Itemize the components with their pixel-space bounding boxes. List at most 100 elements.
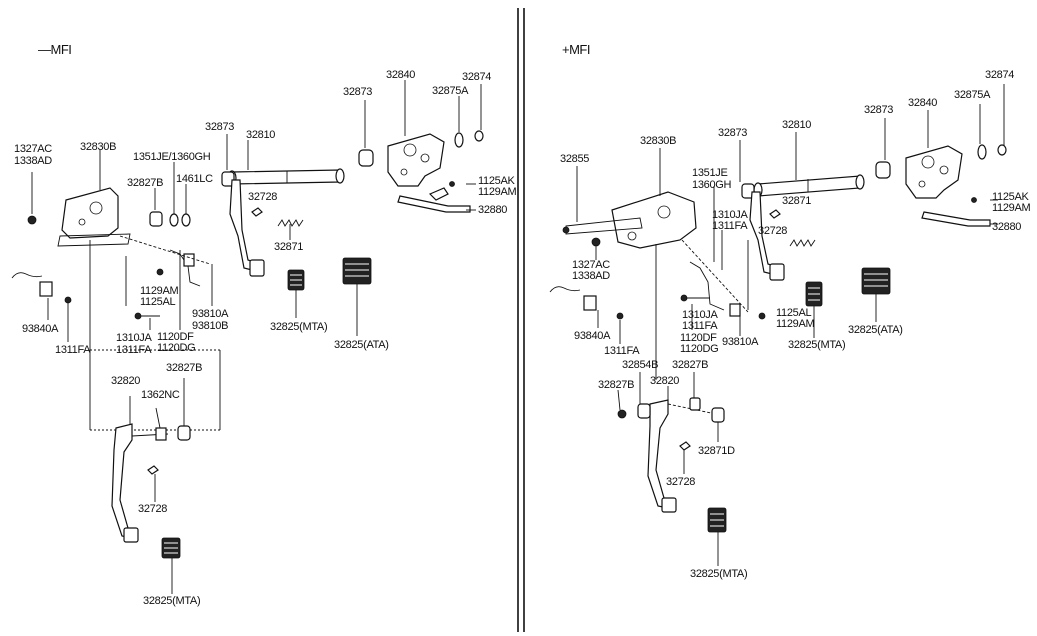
label-32875a-r: 32875A: [954, 89, 991, 101]
leader-lines-right: [595, 84, 1005, 380]
left-panel: —MFI: [11, 42, 517, 607]
label-1125ak: 1125AK: [478, 175, 515, 187]
spring-32871-r: [789, 239, 816, 247]
right-part-labels: 32874 32873 32840 32875A 32830B 32873 32…: [560, 69, 1031, 580]
bushing-32873-a: [221, 171, 235, 187]
clip-32728-a: [251, 207, 263, 217]
bracket-32840: [387, 133, 445, 187]
label-93840a: 93840A: [22, 323, 59, 335]
spring-32871: [277, 219, 304, 227]
pedal-pad-ata-r: [861, 267, 891, 295]
label-32825-mta-b: 32825(MTA): [143, 595, 200, 607]
label-32820-r: 32820: [650, 375, 679, 387]
washer-1351je: [169, 213, 179, 227]
label-1120df-r: 1120DF: [680, 332, 717, 344]
label-32825-ata: 32825(ATA): [334, 339, 389, 351]
label-32827b-r-b: 32827B: [598, 379, 634, 391]
label-32874: 32874: [462, 71, 491, 83]
label-32854b-r: 32854B: [622, 359, 658, 371]
pedal-pad-mta-b: [161, 537, 181, 594]
nut-1327ac-r: [591, 237, 601, 247]
label-32825-ata-r: 32825(ATA): [848, 324, 903, 336]
label-1311fa-r-c: 1311FA: [604, 345, 640, 357]
washer-32875a-r: [977, 144, 987, 160]
left-header: —MFI: [38, 42, 71, 57]
nut-32827b-r-a: [617, 389, 627, 419]
label-1129am-b: 1129AM: [140, 285, 178, 297]
label-1360gh-r: 1360GH: [692, 179, 732, 191]
bushing-32827b-b: [177, 378, 191, 441]
label-1311fa-r-a: 1311FA: [712, 220, 748, 232]
label-1338ad: 1338AD: [14, 155, 52, 167]
label-32810: 32810: [246, 129, 275, 141]
label-1129am-r-b: 1129AM: [776, 318, 814, 330]
label-1120df: 1120DF: [157, 331, 194, 343]
right-header: +MFI: [562, 42, 590, 57]
bushing-32827b-r-b: [689, 372, 701, 411]
bushing-32873-r-a: [741, 183, 755, 199]
clip-32728-r-a: [769, 209, 781, 219]
label-93810b: 93810B: [192, 320, 228, 332]
label-1125al-r: 1125AL: [776, 307, 811, 319]
clip-32728-b: [147, 465, 159, 502]
label-1120dg: 1120DG: [157, 342, 195, 354]
label-32810-r: 32810: [782, 119, 811, 131]
label-1310ja-r-a: 1310JA: [712, 209, 748, 221]
label-32855: 32855: [560, 153, 589, 165]
bushing-32827b-a: [149, 211, 163, 227]
shaft-32810-r: [753, 174, 865, 198]
pedal-pad-mta-r-a: [805, 281, 823, 307]
label-32840: 32840: [386, 69, 415, 81]
bolt-1125al-r: [758, 312, 766, 320]
label-32728-r-b: 32728: [666, 476, 695, 488]
label-32827b-a: 32827B: [127, 177, 163, 189]
bracket-32840-r: [905, 145, 963, 199]
brake-pedal-arm: [229, 179, 265, 277]
pedal-pad-mta-r-b: [707, 507, 727, 566]
bracket-32830b: [57, 187, 131, 247]
bushing-32854b-r: [637, 372, 651, 419]
label-1120dg-r: 1120DG: [680, 343, 718, 355]
brake-pedal-arm-r: [749, 191, 785, 281]
pedal-pad-mta-a: [287, 269, 305, 291]
label-32871d-r: 32871D: [698, 445, 735, 457]
label-32728-b: 32728: [138, 503, 167, 515]
clutch-pedal-32820-r: [647, 386, 717, 513]
label-1351je-1360gh: 1351JE/1360GH: [133, 151, 211, 163]
label-32825-mta-a: 32825(MTA): [270, 321, 327, 333]
label-1311fa-r-b: 1311FA: [682, 320, 718, 332]
panel-divider: [517, 8, 525, 632]
switch-93810a-r: [689, 261, 741, 317]
label-93840a-r: 93840A: [574, 330, 611, 342]
switch-93810a: [156, 249, 201, 287]
clip-1461lc: [181, 213, 191, 227]
shaft-32810: [227, 168, 345, 186]
clip-32874: [474, 130, 484, 142]
label-32827b-r-a: 32827B: [672, 359, 708, 371]
label-1310ja-r-b: 1310JA: [682, 309, 718, 321]
bolt-1310ja: [134, 312, 160, 320]
label-1362nc: 1362NC: [141, 389, 180, 401]
nut-1327ac: [27, 215, 37, 225]
label-32873-a: 32873: [205, 121, 234, 133]
bolt-1310ja-r: [680, 294, 710, 302]
label-1310ja: 1310JA: [116, 332, 152, 344]
bracket-32830b-r: [565, 191, 697, 249]
right-panel: +MFI: [549, 42, 1031, 580]
label-93810a: 93810A: [192, 308, 229, 320]
pedal-pad-ata: [342, 257, 372, 285]
label-1351je-r: 1351JE: [692, 167, 728, 179]
bolt-32855: [562, 166, 578, 234]
clutch-pedal-32820: [111, 396, 139, 543]
bushing-32873-r-b: [875, 161, 891, 179]
label-32880-r: 32880: [992, 221, 1021, 233]
label-32880: 32880: [478, 204, 507, 216]
label-1327ac: 1327AC: [14, 143, 52, 155]
label-32825-mta-r-a: 32825(MTA): [788, 339, 845, 351]
label-1327ac-r: 1327AC: [572, 259, 610, 271]
rod-32880: [397, 181, 471, 213]
switch-93840a: [11, 272, 72, 304]
label-1125ak-r: 1125AK: [992, 191, 1029, 203]
label-1129am-a: 1129AM: [478, 186, 516, 198]
label-32875a: 32875A: [432, 85, 469, 97]
